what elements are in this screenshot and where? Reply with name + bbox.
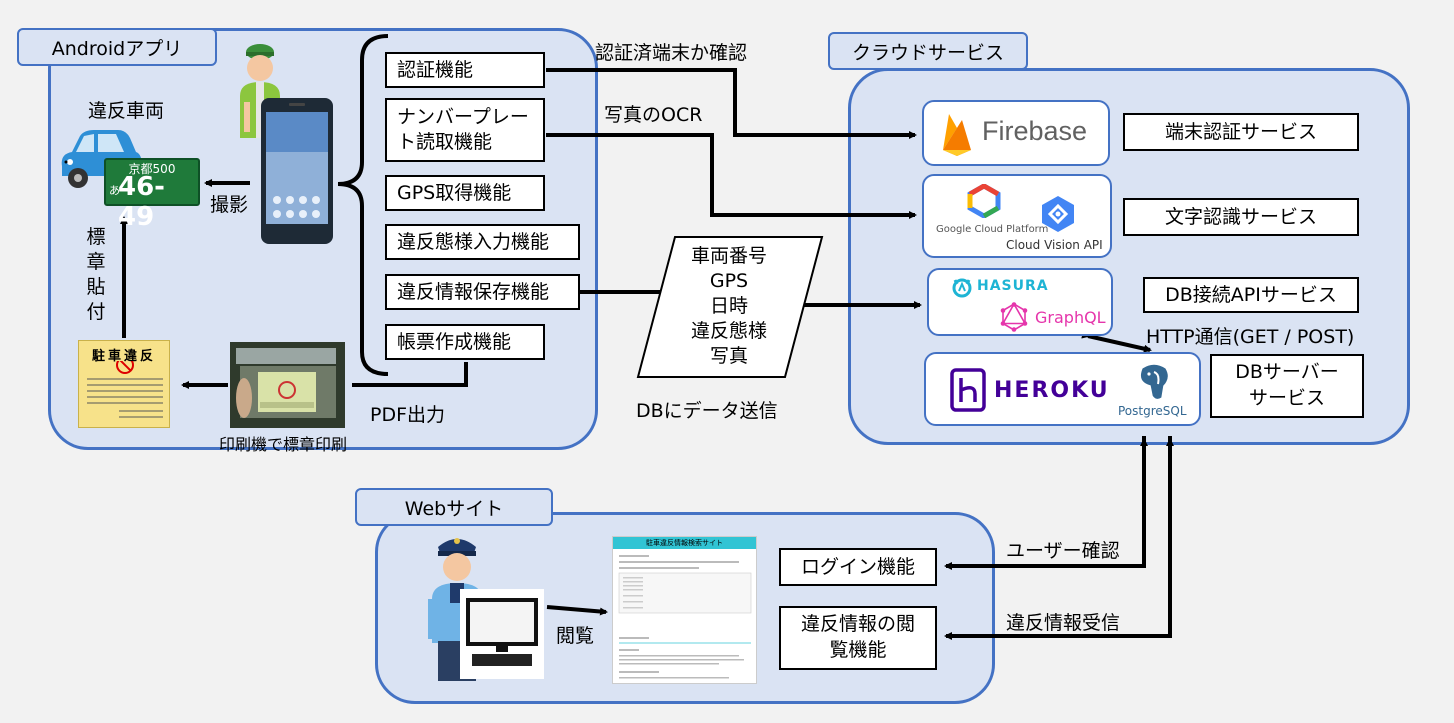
http-label: HTTP通信(GET / POST) xyxy=(1146,326,1355,348)
postgresql-name: PostgreSQL xyxy=(1118,404,1187,418)
feature-gps: GPS取得機能 xyxy=(385,175,545,211)
pdf-line xyxy=(352,362,468,387)
hasura-logo-box: HASURA GraphQL xyxy=(927,268,1113,336)
parking-sticker: 駐車違反 xyxy=(78,340,170,428)
feature-violation-view: 違反情報の閲覧機能 xyxy=(779,606,937,670)
browse-arrow xyxy=(546,605,608,616)
firebase-icon xyxy=(943,114,971,156)
send-data-datetime: 日時 xyxy=(709,295,748,317)
license-plate: 京都500 あ 46-49 xyxy=(104,158,200,232)
sticker-label: 標章貼付 xyxy=(86,226,106,323)
send-data-photo: 写真 xyxy=(709,345,748,367)
shoot-label: 撮影 xyxy=(210,194,249,216)
heroku-icon xyxy=(950,368,986,412)
service-db-server: DBサーバーサービス xyxy=(1210,354,1364,418)
service-db-api: DB接続APIサービス xyxy=(1143,277,1359,313)
heroku-logo-box: HEROKU PostgreSQL xyxy=(924,352,1201,426)
website-title: Webサイト xyxy=(355,488,553,526)
cloud-vision-name: Cloud Vision API xyxy=(1006,238,1103,252)
feature-violation-save: 違反情報保存機能 xyxy=(385,274,580,310)
send-data-shape xyxy=(636,236,824,378)
website-screenshot: 駐車違反情報検索サイト xyxy=(612,536,757,684)
gcp-name: Google Cloud Platform xyxy=(936,224,1049,235)
feature-violation-view-label: 違反情報の閲覧機能 xyxy=(800,613,915,661)
plate-region: 京都500 xyxy=(128,162,176,176)
send-data-violation-type: 違反態様 xyxy=(690,320,767,342)
cloud-service-title: クラウドサービス xyxy=(828,32,1028,70)
hasura-name: HASURA xyxy=(977,278,1049,294)
sticker-title: 駐車違反 xyxy=(91,349,156,364)
auth-check-label: 認証済端末か確認 xyxy=(595,42,748,64)
user-check-label: ユーザー確認 xyxy=(1006,540,1120,562)
user-check-arrow xyxy=(944,436,1146,570)
plate-kana: あ xyxy=(109,184,120,197)
computer-icon xyxy=(466,598,538,666)
send-data-vehicle-number: 車両番号 xyxy=(690,245,767,267)
receive-label: 違反情報受信 xyxy=(1006,612,1121,634)
vehicle-label: 違反車両 xyxy=(88,100,165,122)
heroku-name: HEROKU xyxy=(994,378,1110,403)
receive-arrow xyxy=(944,436,1172,640)
officer-icon xyxy=(240,44,280,138)
feature-plate-read: ナンバープレート読取機能 xyxy=(385,98,545,162)
send-label: DBにデータ送信 xyxy=(636,400,778,422)
ocr-label: 写真のOCR xyxy=(604,104,703,126)
smartphone-icon xyxy=(261,98,333,244)
service-device-auth: 端末認証サービス xyxy=(1123,113,1359,151)
printer-photo xyxy=(230,342,345,428)
send-data-list: 車両番号 GPS 日時 違反態様 写真 xyxy=(668,244,790,369)
plate-number: 46-49 xyxy=(118,172,165,232)
site-content xyxy=(618,555,752,679)
hasura-icon xyxy=(952,278,972,298)
feature-violation-input: 違反態様入力機能 xyxy=(385,224,580,260)
firebase-name: Firebase xyxy=(982,116,1088,146)
feature-login: ログイン機能 xyxy=(779,548,937,586)
firebase-logo-box: Firebase xyxy=(922,100,1110,166)
graphql-name: GraphQL xyxy=(1035,308,1106,327)
android-app-title: Androidアプリ xyxy=(17,28,217,66)
send-data-gps: GPS xyxy=(709,270,749,292)
feature-brace xyxy=(337,34,389,376)
gcp-logo-box: Google Cloud Platform Cloud Vision API xyxy=(922,174,1112,258)
service-db-server-label: DBサーバーサービス xyxy=(1235,361,1339,409)
auth-arrow xyxy=(546,68,917,139)
service-ocr: 文字認識サービス xyxy=(1123,198,1359,236)
feature-auth: 認証機能 xyxy=(385,52,545,88)
browse-label: 閲覧 xyxy=(556,625,595,647)
postgresql-icon xyxy=(1139,363,1170,401)
pdf-label: PDF出力 xyxy=(370,404,446,426)
ocr-arrow xyxy=(546,133,917,219)
graphql-icon xyxy=(1000,302,1028,332)
gcp-icon xyxy=(967,184,1001,218)
no-parking-icon xyxy=(87,361,163,418)
printer-label: 印刷機で標章印刷 xyxy=(219,435,348,454)
http-arrow xyxy=(1081,330,1152,353)
cloud-vision-icon xyxy=(1042,196,1074,232)
feature-report: 帳票作成機能 xyxy=(385,324,545,360)
site-header: 駐車違反情報検索サイト xyxy=(613,537,756,549)
